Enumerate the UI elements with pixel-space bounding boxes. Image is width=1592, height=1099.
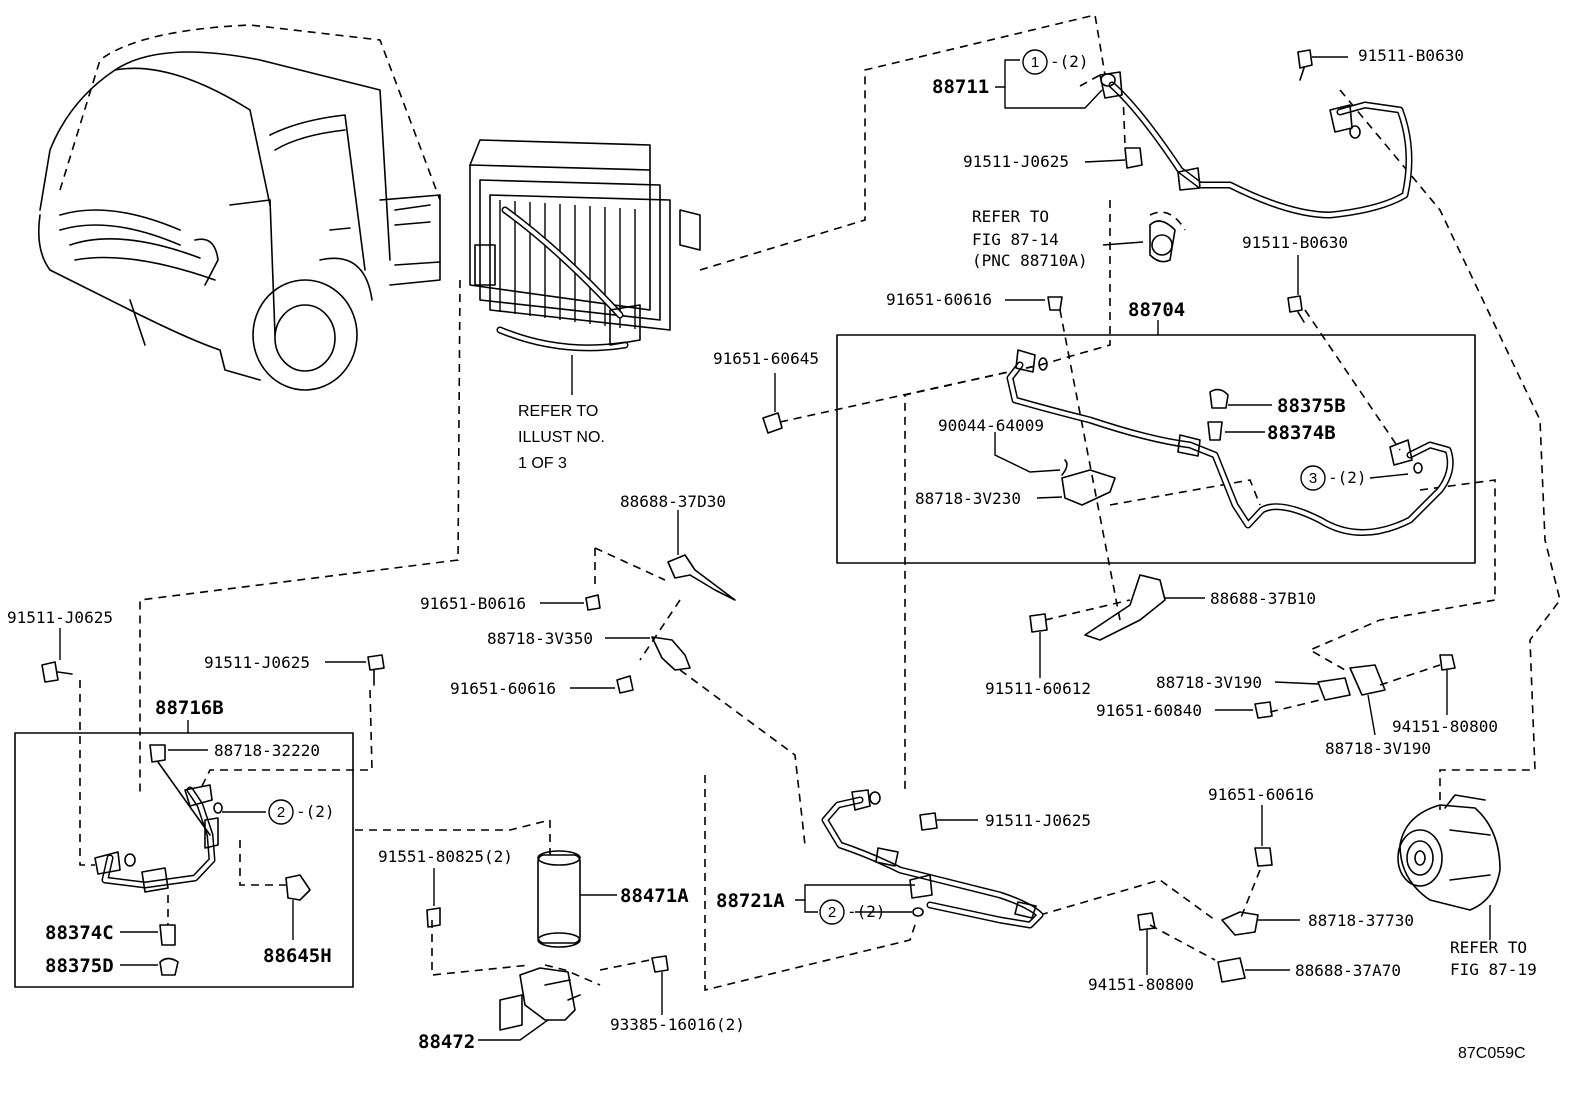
tube-88721a — [821, 789, 1044, 929]
callout-1-qty: -(2) — [1050, 52, 1089, 71]
label-91551-80825: 91551-80825(2) — [378, 847, 513, 866]
dryer-bracket-88472 — [478, 967, 581, 1041]
callout-2a-qty: -(2) — [296, 802, 335, 821]
liquid-tube-88716b-box — [14, 732, 354, 988]
callout-1-number: 1 — [1031, 54, 1039, 71]
label-88472: 88472 — [418, 1031, 475, 1053]
label-91511-b0630-mid: 91511-B0630 — [1242, 233, 1348, 252]
label-88716b: 88716B — [155, 697, 224, 719]
receiver-dryer-88471a — [537, 850, 617, 948]
label-88375d: 88375D — [45, 955, 114, 977]
label-91511-j0625-box: 91511-J0625 — [204, 653, 310, 672]
label-91651-b0616: 91651-B0616 — [420, 594, 526, 613]
compressor-illustration — [1397, 794, 1501, 940]
label-91651-60616-left: 91651-60616 — [450, 679, 556, 698]
label-90044-64009: 90044-64009 — [938, 416, 1044, 435]
callout-2b-qty: -(2) — [847, 902, 886, 921]
refer-fig-87-14-line3: (PNC 88710A) — [972, 251, 1088, 270]
callout-circle-1 — [1022, 49, 1048, 75]
refer-illust-note-line3: 1 OF 3 — [518, 455, 567, 472]
label-91651-60645: 91651-60645 — [713, 349, 819, 368]
label-94151-80800-b: 94151-80800 — [1088, 975, 1194, 994]
callout-2b-number: 2 — [828, 904, 836, 921]
label-91511-60612: 91511-60612 — [985, 679, 1091, 698]
refer-fig-87-19-line1: REFER TO — [1450, 938, 1527, 957]
label-91511-b0630-top: 91511-B0630 — [1358, 46, 1464, 65]
label-88718-32220: 88718-32220 — [214, 741, 320, 760]
liquid-tube-88716b — [94, 744, 311, 976]
label-88718-3v230: 88718-3V230 — [915, 489, 1021, 508]
condenser-illustration — [469, 139, 701, 395]
refer-illust-note-line2: ILLUST NO. — [518, 429, 605, 446]
callout-circle-2a — [268, 799, 294, 825]
label-88718-3v190-b: 88718-3V190 — [1325, 739, 1431, 758]
routing-dashed-lines — [79, 14, 1561, 992]
label-88375b: 88375B — [1277, 395, 1346, 417]
label-88711: 88711 — [932, 76, 989, 98]
label-91651-60840: 91651-60840 — [1096, 701, 1202, 720]
label-88645h: 88645H — [263, 945, 332, 967]
label-91511-j0625-top: 91511-J0625 — [963, 152, 1069, 171]
label-88718-3v190-a: 88718-3V190 — [1156, 673, 1262, 692]
label-91511-j0625-bottom: 91511-J0625 — [985, 811, 1091, 830]
label-91651-60616-top: 91651-60616 — [886, 290, 992, 309]
label-88471a: 88471A — [620, 885, 689, 907]
label-88688-37b10: 88688-37B10 — [1210, 589, 1316, 608]
callout-3-number: 3 — [1309, 470, 1317, 487]
label-94151-80800-a: 94151-80800 — [1392, 717, 1498, 736]
callout-circle-3 — [1300, 465, 1326, 491]
label-88718-3v350: 88718-3V350 — [487, 629, 593, 648]
label-93385-16016: 93385-16016(2) — [610, 1015, 745, 1034]
label-88721a: 88721A — [716, 890, 785, 912]
callout-2a-number: 2 — [277, 804, 285, 821]
label-88688-37a70: 88688-37A70 — [1295, 961, 1401, 980]
label-88688-37d30: 88688-37D30 — [620, 492, 726, 511]
refer-fig-87-14-line2: FIG 87-14 — [972, 230, 1059, 249]
diagram-code: 87C059C — [1458, 1045, 1526, 1062]
label-88374b: 88374B — [1267, 422, 1336, 444]
label-91651-60616-right: 91651-60616 — [1208, 785, 1314, 804]
refer-fig-87-19-line2: FIG 87-19 — [1450, 960, 1537, 979]
label-88704: 88704 — [1128, 299, 1185, 321]
refer-illust-note-line1: REFER TO — [518, 403, 598, 420]
refer-fig-87-14-line1: REFER TO — [972, 207, 1049, 226]
label-88718-37730: 88718-37730 — [1308, 911, 1414, 930]
discharge-hose-88711 — [1099, 71, 1413, 219]
callout-3-qty: -(2) — [1328, 468, 1367, 487]
hose-assembly-88704-box — [836, 334, 1476, 564]
label-91511-j0625-left: 91511-J0625 — [7, 608, 113, 627]
callout-circle-2b — [819, 899, 845, 925]
suction-hose-88704 — [1006, 349, 1454, 536]
label-88374c: 88374C — [45, 922, 114, 944]
truck-cab-illustration — [37, 24, 441, 391]
expansion-valve-fitting — [1102, 211, 1186, 263]
bolts-and-clamps — [41, 49, 1456, 1015]
